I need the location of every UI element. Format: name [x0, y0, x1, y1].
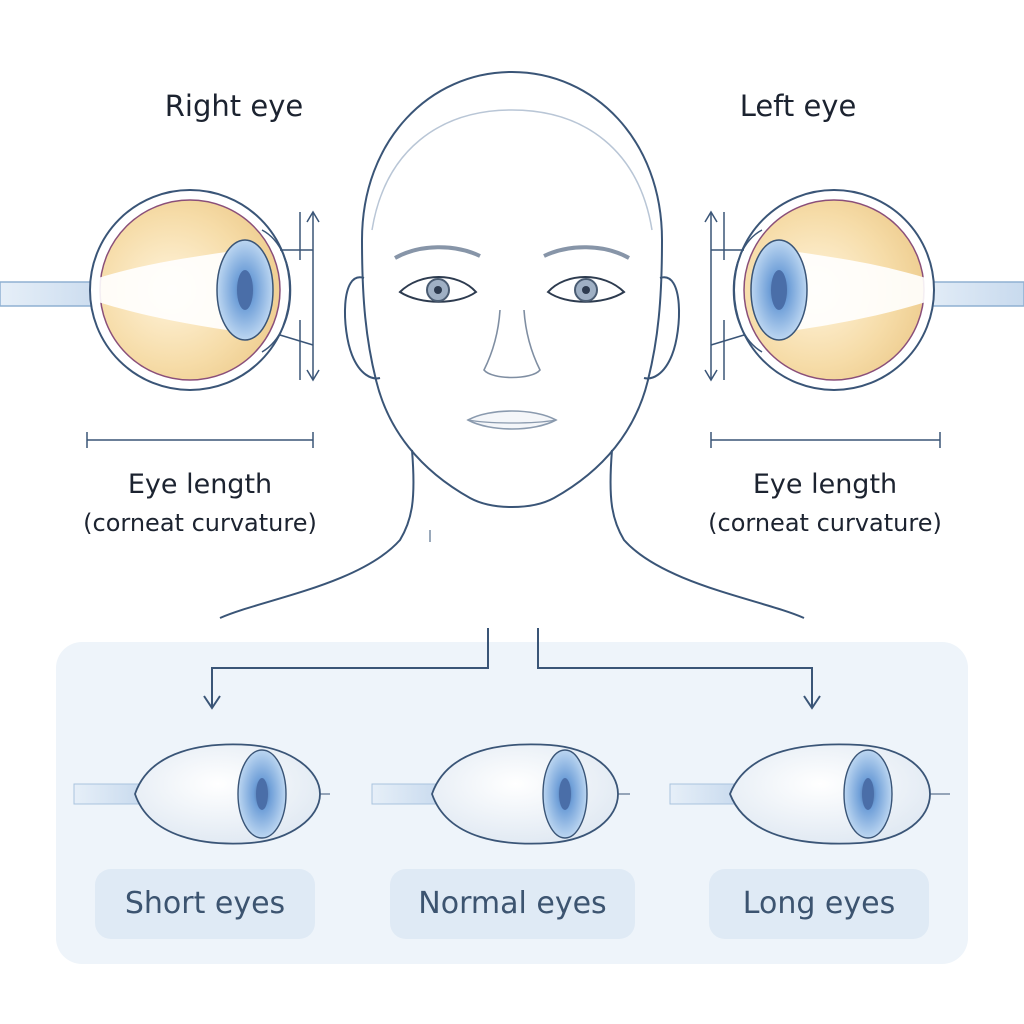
left-eye-curvature-label: (corneat curvature)	[708, 509, 942, 537]
left-brow	[543, 245, 630, 260]
right-eye-length-label: Eye length	[127, 469, 273, 500]
left-eye-cross-section	[704, 189, 1024, 448]
right-eye-cross-section	[0, 189, 320, 448]
right-brow	[394, 245, 481, 260]
left-ear	[643, 276, 680, 380]
right-eye-curvature-label: (corneat curvature)	[83, 509, 317, 537]
short-eyes-label: Short eyes	[95, 869, 315, 939]
long-eyes-label: Long eyes	[709, 869, 929, 939]
connector-arrows	[203, 628, 821, 710]
left-eyelid	[546, 276, 626, 303]
head-outline	[360, 70, 664, 508]
left-eye-title: Left eye	[739, 89, 857, 123]
right-ear	[344, 276, 381, 380]
neck-shoulders	[219, 449, 805, 619]
hair-line	[371, 109, 653, 231]
right-eyelid	[398, 276, 478, 303]
normal-eyes-label: Normal eyes	[390, 869, 635, 939]
face-illustration	[219, 70, 805, 619]
nose	[483, 309, 541, 379]
right-eye-title: Right eye	[164, 89, 304, 123]
lips	[466, 410, 558, 430]
short-eye-illustration	[73, 743, 330, 845]
long-eye-illustration	[669, 743, 950, 845]
left-eye-length-label: Eye length	[752, 469, 898, 500]
normal-eye-illustration	[371, 743, 630, 845]
